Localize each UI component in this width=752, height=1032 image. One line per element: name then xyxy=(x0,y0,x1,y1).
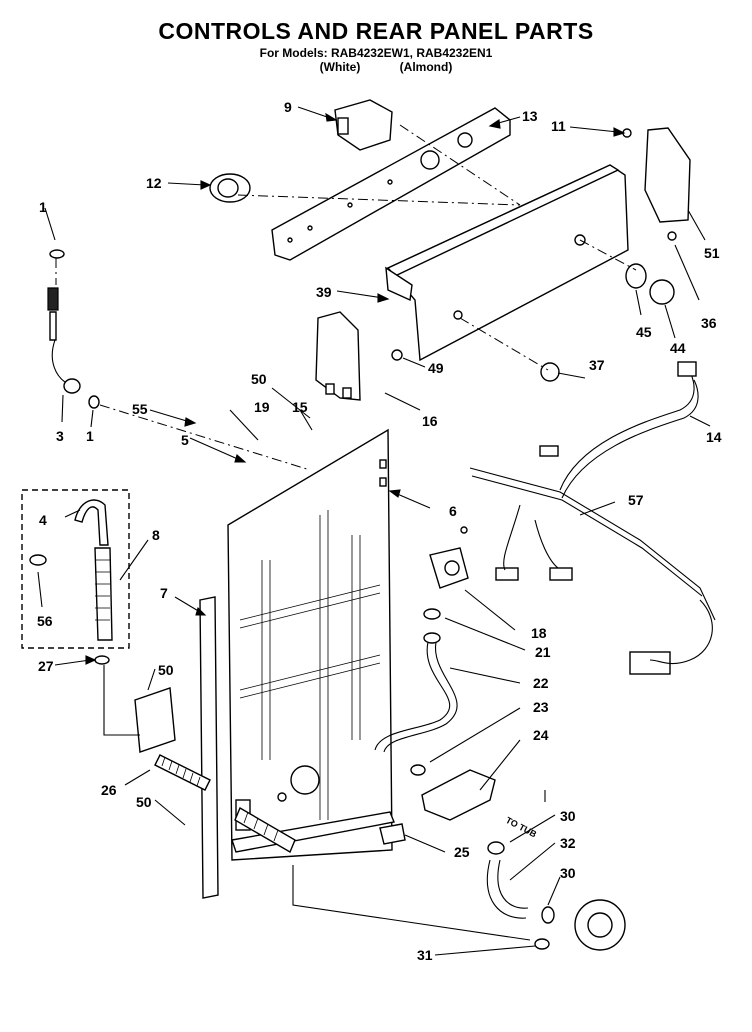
callout-label: 14 xyxy=(706,429,722,445)
drain-hose-internal xyxy=(374,632,458,776)
callout-label: 9 xyxy=(284,99,292,115)
callout-label: 16 xyxy=(422,413,438,429)
variant-line: (White) (Almond) xyxy=(0,60,752,74)
callout-label: 39 xyxy=(316,284,332,300)
selector-switch xyxy=(209,173,251,203)
callout-label: 26 xyxy=(101,782,117,798)
callout-label: 23 xyxy=(533,699,549,715)
drain-hose-kit xyxy=(21,489,130,649)
callout-label: 50 xyxy=(136,794,152,810)
callout-label: 44 xyxy=(670,340,686,356)
callout-label: 30 xyxy=(560,808,576,824)
callout-label: 3 xyxy=(56,428,64,444)
bracket-route-line xyxy=(103,665,140,736)
callout-label: 57 xyxy=(628,492,644,508)
callout-label: 49 xyxy=(428,360,444,376)
pump-mount xyxy=(421,769,496,821)
control-panel-plate xyxy=(271,107,511,261)
console-housing xyxy=(385,164,629,362)
leader-lines xyxy=(37,106,711,956)
to-tub-annotation: TO TUB xyxy=(504,815,539,840)
callout-label: 12 xyxy=(146,175,162,191)
models-line: For Models: RAB4232EW1, RAB4232EN1 xyxy=(259,46,493,60)
diagram-header: CONTROLS AND REAR PANEL PARTS For Models… xyxy=(0,18,752,74)
callout-label: 19 xyxy=(254,399,270,415)
callout-label: 24 xyxy=(533,727,549,743)
callout-label: 50 xyxy=(158,662,174,678)
callout-label: 55 xyxy=(132,401,148,417)
spring xyxy=(154,754,296,854)
callout-label: 22 xyxy=(533,675,549,691)
end-cap-left xyxy=(315,311,361,401)
rear-panel xyxy=(227,428,395,861)
inlet-hose xyxy=(47,287,100,409)
variant-almond: (Almond) xyxy=(399,60,453,74)
callout-label: 8 xyxy=(152,527,160,543)
end-cap-right xyxy=(644,127,691,223)
callout-label: 32 xyxy=(560,835,576,851)
tub-outlet xyxy=(486,841,626,951)
hinge-bracket xyxy=(134,687,176,753)
motor-switch xyxy=(379,823,406,845)
callout-label: 51 xyxy=(704,245,720,261)
callout-label: 45 xyxy=(636,324,652,340)
callout-label: 27 xyxy=(38,658,54,674)
callout-label: 56 xyxy=(37,613,53,629)
callout-label: 18 xyxy=(531,625,547,641)
callout-label: 5 xyxy=(181,432,189,448)
callout-label: 6 xyxy=(449,503,457,519)
dashed-centerlines xyxy=(55,124,637,471)
callout-label: 1 xyxy=(39,199,47,215)
callout-label: 1 xyxy=(86,428,94,444)
callout-label: 7 xyxy=(160,585,168,601)
callout-label: 11 xyxy=(551,118,566,134)
hose-clamp xyxy=(94,655,110,665)
callout-label: 4 xyxy=(39,512,47,528)
callout-label: 21 xyxy=(535,644,551,660)
callout-label: 13 xyxy=(522,108,538,124)
callout-label: 15 xyxy=(292,399,308,415)
side-trim-strip xyxy=(199,596,219,899)
water-valve xyxy=(423,547,469,620)
variant-white: (White) xyxy=(319,60,361,74)
callout-label: 30 xyxy=(560,865,576,881)
page-title: CONTROLS AND REAR PANEL PARTS xyxy=(158,18,594,44)
callout-label: 36 xyxy=(701,315,717,331)
knobs xyxy=(49,128,677,382)
timer xyxy=(334,99,393,151)
hose-route-line xyxy=(292,865,531,941)
wiring-harness xyxy=(460,361,716,675)
callout-label: 37 xyxy=(589,357,605,373)
callout-label: 50 xyxy=(251,371,267,387)
callout-label: 25 xyxy=(454,844,470,860)
callout-label: 31 xyxy=(417,947,433,963)
